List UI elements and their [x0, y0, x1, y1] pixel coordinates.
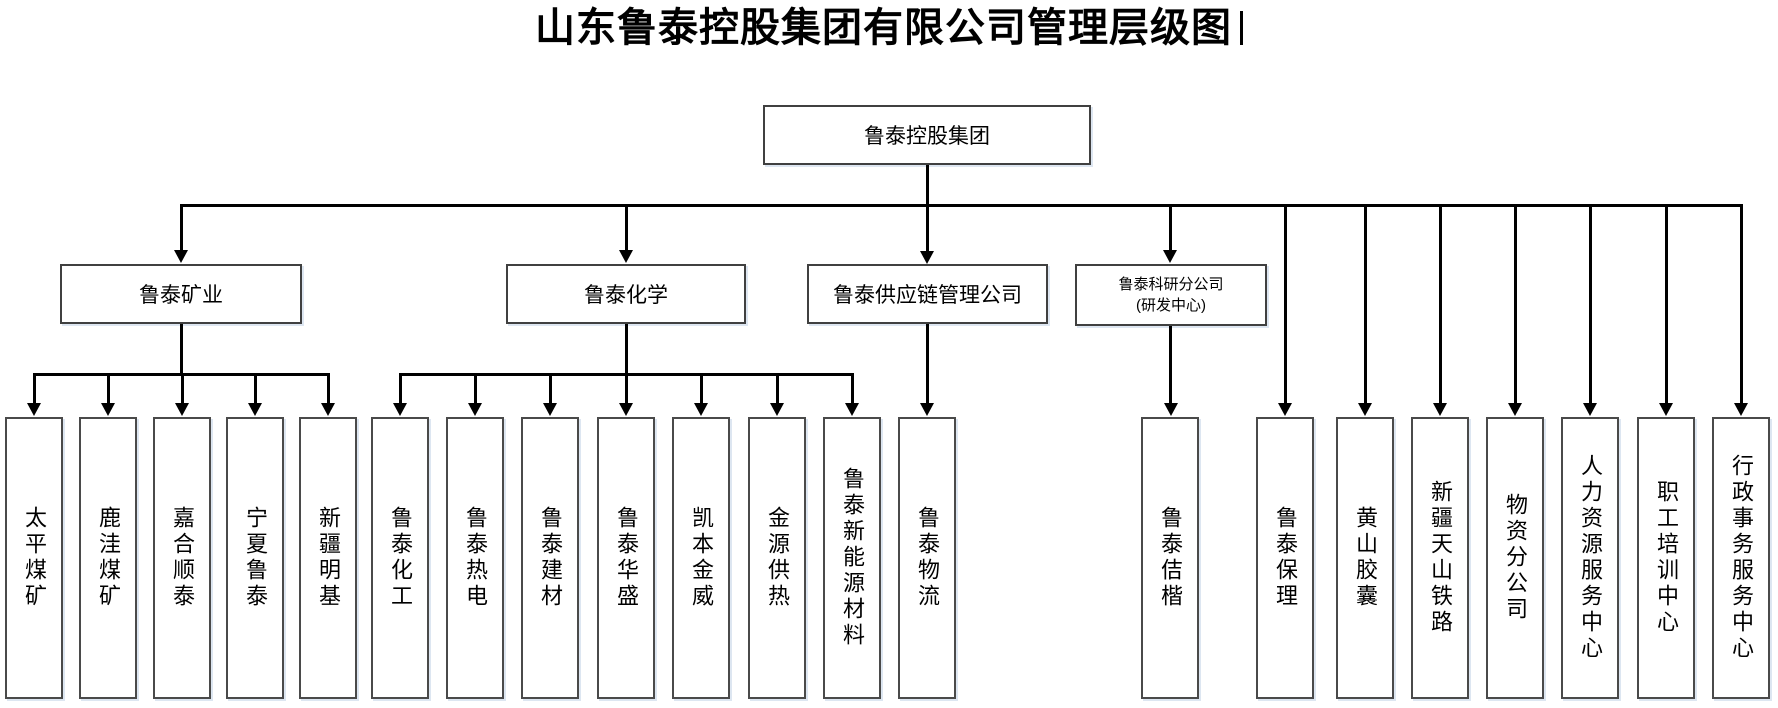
node-lutai-huasheng[interactable]: 鲁泰华盛: [597, 417, 655, 699]
connector-to-lutai-redian: [468, 373, 482, 416]
connector-to-research: [1163, 204, 1177, 263]
chart-title-row: 山东鲁泰控股集团有限公司管理层级图: [0, 6, 1778, 50]
connector-mining-stub: [179, 324, 183, 373]
research-branch-line1: 鲁泰科研分公司: [1118, 276, 1224, 293]
connector-to-new-energy-materials: [845, 373, 859, 416]
connector-to-lutai-huagong: [393, 373, 407, 416]
node-jinyuan-heating[interactable]: 金源供热: [748, 417, 806, 699]
connector-to-lutai-huasheng: [619, 373, 633, 416]
node-huangshan-capsule[interactable]: 黄山胶囊: [1336, 417, 1394, 699]
node-kaiben-jinwei[interactable]: 凯本金威: [672, 417, 730, 699]
node-lutai-research-branch[interactable]: 鲁泰科研分公司 (研发中心): [1075, 264, 1267, 326]
connector-to-jiahe-shuntai: [175, 373, 189, 416]
node-lutai-holding-group[interactable]: 鲁泰控股集团: [763, 105, 1091, 165]
connector-chemical-stub: [624, 324, 628, 373]
node-lutai-mining[interactable]: 鲁泰矿业: [60, 264, 302, 324]
node-ningxia-lutai[interactable]: 宁夏鲁泰: [226, 417, 284, 699]
connector-to-mining: [174, 204, 188, 263]
connector-to-chemical: [619, 204, 633, 263]
node-lutai-jiekai[interactable]: 鲁泰佶楷: [1141, 417, 1199, 699]
node-lutai-new-energy-materials[interactable]: 鲁泰新能源材料: [823, 417, 881, 699]
connector-top-rail: [179, 204, 1743, 207]
connector-to-xinjiang-mingji: [321, 373, 335, 416]
node-lutai-building-materials[interactable]: 鲁泰建材: [521, 417, 579, 699]
connector-to-capsule: [1358, 204, 1372, 416]
connector-to-railway: [1433, 204, 1447, 416]
node-taiping-coal-mine[interactable]: 太平煤矿: [5, 417, 63, 699]
connector-to-taiping: [27, 373, 41, 416]
node-admin-affairs-service-center[interactable]: 行政事务服务中心: [1712, 417, 1770, 699]
node-lutai-logistics[interactable]: 鲁泰物流: [898, 417, 956, 699]
node-xinjiang-mingji[interactable]: 新疆明基: [299, 417, 357, 699]
connector-to-training-center: [1659, 204, 1673, 416]
connector-root-to-supply-chain: [920, 165, 934, 264]
node-lutai-chemical-industry[interactable]: 鲁泰化工: [371, 417, 429, 699]
node-hr-service-center[interactable]: 人力资源服务中心: [1561, 417, 1619, 699]
connector-to-luwa: [101, 373, 115, 416]
text-cursor: [1240, 11, 1243, 45]
node-xinjiang-tianshan-railway[interactable]: 新疆天山铁路: [1411, 417, 1469, 699]
node-lutai-factoring[interactable]: 鲁泰保理: [1256, 417, 1314, 699]
node-jiahe-shuntai[interactable]: 嘉合顺泰: [153, 417, 211, 699]
node-lutai-chemistry[interactable]: 鲁泰化学: [506, 264, 746, 324]
connector-to-kaiben-jinwei: [694, 373, 708, 416]
node-lutai-thermal-power[interactable]: 鲁泰热电: [446, 417, 504, 699]
connector-to-lutai-jiekai: [1163, 326, 1178, 416]
connector-to-lutai-jiancai: [543, 373, 557, 416]
connector-to-ningxia-lutai: [248, 373, 262, 416]
connector-to-admin-center: [1734, 204, 1748, 416]
connector-to-materials-branch: [1508, 204, 1522, 416]
connector-to-factoring: [1278, 204, 1292, 416]
node-staff-training-center[interactable]: 职工培训中心: [1637, 417, 1695, 699]
chart-title[interactable]: 山东鲁泰控股集团有限公司管理层级图: [535, 5, 1232, 50]
node-materials-branch[interactable]: 物资分公司: [1486, 417, 1544, 699]
connector-to-hr-center: [1583, 204, 1597, 416]
node-luwa-coal-mine[interactable]: 鹿洼煤矿: [79, 417, 137, 699]
connector-to-jinyuan-gongre: [770, 373, 784, 416]
research-branch-line2: (研发中心): [1136, 297, 1206, 314]
connector-to-lutai-wuliu: [920, 324, 934, 416]
node-lutai-supply-chain-mgmt[interactable]: 鲁泰供应链管理公司: [807, 264, 1048, 324]
